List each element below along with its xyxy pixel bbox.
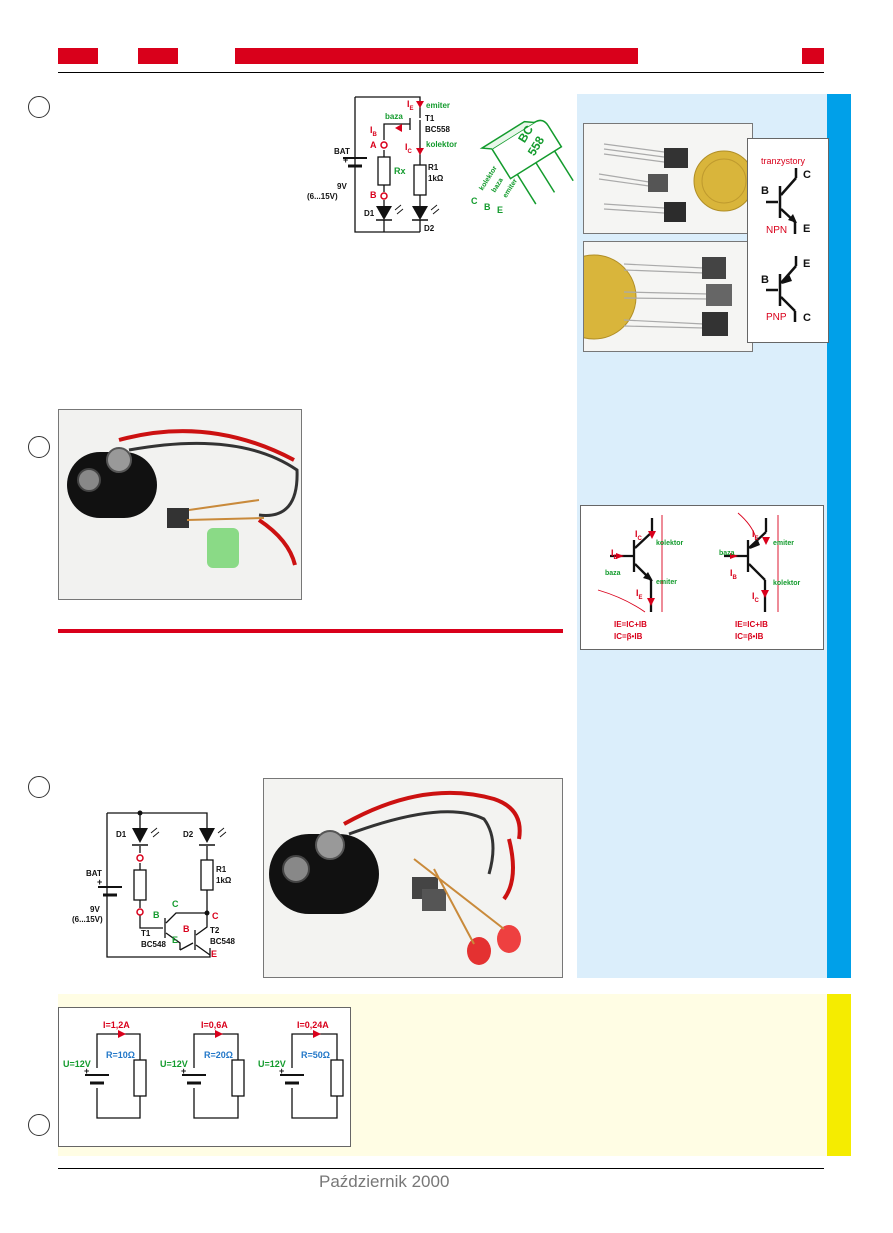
fig3-plus-sign: + [97, 877, 103, 887]
ohm-3-voltage: U=12V [258, 1059, 286, 1069]
curr-eq1-left: IE=IC+IB [614, 620, 647, 629]
fig3-9v-label: 9V [90, 905, 100, 914]
header-bar-2 [138, 48, 178, 64]
curr-ic-label-right: IC [752, 591, 759, 604]
curr-ib-label-right: IB [730, 568, 737, 581]
section-divider [58, 629, 563, 633]
ohm-3-current: I=0,24A [297, 1020, 329, 1030]
curr-emiter-label-right: emiter [773, 540, 795, 547]
header-bar-3 [235, 48, 638, 64]
curr-eq1-right: IE=IC+IB [735, 620, 768, 629]
fig1-t1-label: T1 [425, 114, 435, 123]
ohm-2-resistance: R=20Ω [204, 1050, 233, 1060]
yellow-stripe [827, 994, 851, 1156]
fig1-ib-label: IB [370, 125, 377, 138]
pkg-e-label: E [497, 205, 504, 215]
fig1-ic-label: IC [405, 142, 412, 155]
ohm-law-diagrams [58, 1007, 351, 1147]
fig3-bc548-t2: BC548 [210, 937, 235, 946]
fig1-bc558-label: BC558 [425, 125, 450, 134]
fig1-kolektor-label: kolektor [426, 140, 458, 149]
pkg-c-label: C [471, 196, 478, 206]
ohm-1-resistance: R=10Ω [106, 1050, 135, 1060]
pkg-baza-label: baza [490, 177, 505, 194]
npn-c-label: C [803, 169, 811, 181]
fig3-b-label-t1: B [153, 910, 160, 920]
symbols-title: tranzystory [761, 156, 806, 166]
fig3-bc548-t1: BC548 [141, 940, 166, 949]
fig3-c-label-t1: C [172, 899, 179, 909]
header-bar-1 [58, 48, 98, 64]
fig3-c-label-t2: C [212, 911, 219, 921]
fig1-vrange-label: (6...15V) [307, 192, 338, 201]
fig3-vrange-label: (6...15V) [72, 915, 103, 924]
fig3-d2-label: D2 [183, 830, 194, 839]
fig1-emiter-label: emiter [426, 101, 451, 110]
transistor-photo-top [583, 123, 753, 234]
ohm-1-plus: + [84, 1066, 90, 1076]
curr-ie-label-right: IE [752, 529, 759, 542]
fig3-d1-label: D1 [116, 830, 127, 839]
pnp-b-label: B [761, 274, 769, 286]
footer-rule [58, 1168, 824, 1169]
npn-b-label: B [761, 185, 769, 197]
ohm-1-voltage: U=12V [63, 1059, 91, 1069]
ohm-2-voltage: U=12V [160, 1059, 188, 1069]
section-marker-4 [28, 1114, 50, 1136]
fig1-9v-label: 9V [337, 182, 347, 191]
fig3-t1-label: T1 [141, 929, 151, 938]
section-marker-3 [28, 776, 50, 798]
curr-baza-label-left: baza [605, 570, 621, 577]
sidebar-stripe [827, 94, 851, 978]
curr-ib-label-left: IB [611, 548, 618, 561]
fig1-bat-label: BAT [334, 147, 350, 156]
footer-date: Październik 2000 [319, 1172, 450, 1191]
curr-baza-label-right: baza [719, 550, 735, 557]
header-rule [58, 72, 824, 73]
transistor-photo-bottom [583, 241, 753, 352]
fig3-r1-label: R1 [216, 865, 227, 874]
ohm-1-current: I=1,2A [103, 1020, 130, 1030]
fig1-rx-label: Rx [394, 166, 406, 176]
header-bar-4 [802, 48, 824, 64]
fig1-plus-sign: + [343, 155, 349, 165]
section-marker-1 [28, 96, 50, 118]
transistor-currents-diagram [580, 505, 824, 650]
fig1-ie-label: IE [407, 99, 414, 112]
fig3-e-label-t1: E [172, 935, 179, 945]
fig3-t2-label: T2 [210, 926, 220, 935]
ohm-2-current: I=0,6A [201, 1020, 228, 1030]
curr-ic-label-left: IC [635, 529, 642, 542]
fig3-r1-value: 1kΩ [216, 876, 232, 885]
curr-eq2-right: IC=β•IB [735, 632, 764, 641]
fig1-b-label: B [370, 190, 377, 200]
fig1-d2-label: D2 [424, 224, 435, 233]
curr-emiter-label-left: emiter [656, 579, 678, 586]
fig1-r1-value: 1kΩ [428, 174, 444, 183]
circuit-photo-1 [58, 409, 302, 600]
section-marker-2 [28, 436, 50, 458]
circuit-photo-2 [263, 778, 563, 978]
npn-label: NPN [766, 225, 788, 236]
fig1-a-label: A [370, 140, 377, 150]
ohm-3-plus: + [279, 1066, 285, 1076]
fig3-b-label-t2: B [183, 924, 190, 934]
pkg-b-label: B [484, 202, 491, 212]
pnp-label: PNP [766, 312, 787, 323]
curr-ie-label-left: IE [636, 588, 643, 601]
curr-kolektor-label-left: kolektor [656, 540, 684, 547]
fig3-e-label-t2: E [211, 949, 218, 959]
npn-e-label: E [803, 223, 811, 235]
fig3-bat-label: BAT [86, 869, 102, 878]
ohm-3-resistance: R=50Ω [301, 1050, 330, 1060]
pnp-e-label: E [803, 258, 811, 270]
curr-kolektor-label-right: kolektor [773, 580, 801, 587]
fig1-d1-label: D1 [364, 209, 375, 218]
transistor-symbols-panel [747, 138, 829, 343]
curr-eq2-left: IC=β•IB [614, 632, 643, 641]
pnp-c-label: C [803, 312, 811, 324]
fig1-r1-label: R1 [428, 163, 439, 172]
fig1-baza-label: baza [385, 112, 403, 121]
ohm-2-plus: + [181, 1066, 187, 1076]
